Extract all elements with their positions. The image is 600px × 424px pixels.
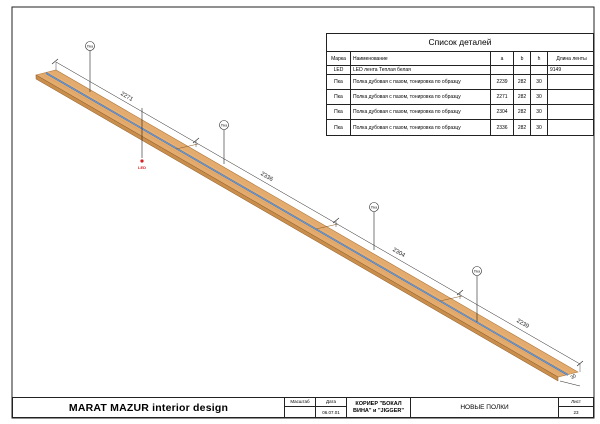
divider <box>285 406 315 407</box>
cell-length <box>548 75 593 89</box>
callout-bubble <box>219 120 229 130</box>
dimension-line <box>55 61 581 365</box>
project-name: КОРИЕР "БОКАЛ ВИНА" и "JIGGER" <box>347 398 411 417</box>
header-b: b <box>514 52 531 65</box>
led-marker-dot <box>140 159 144 163</box>
cell-name: LED лента Теплая белая <box>351 66 491 74</box>
title-block: MARAT MAZUR interior design Масштаб Дата… <box>12 397 594 418</box>
table-row: Пка Полка дубовая с пазом, тонировка по … <box>327 75 593 90</box>
shelf-joint <box>315 223 339 230</box>
header-name: Наименование <box>351 52 491 65</box>
cell-a: 2239 <box>491 75 514 89</box>
cell-a: 2304 <box>491 105 514 119</box>
dimension-text: 2336 <box>259 171 274 183</box>
dimension-tick <box>456 289 464 296</box>
dimension-text: 2304 <box>391 247 406 259</box>
callout-bubble <box>85 41 95 51</box>
date-cell: Дата 06.07.01 <box>316 398 347 417</box>
cell-name: Полка дубовая с пазом, тонировка по обра… <box>351 90 491 104</box>
company-name: MARAT MAZUR interior design <box>13 398 285 417</box>
header-mark: Марка <box>327 52 351 65</box>
cell-a: 2336 <box>491 120 514 135</box>
cell-mark: Пка <box>327 90 351 104</box>
thickness-dimension-text: 30 <box>570 373 578 381</box>
cell-a: 2271 <box>491 90 514 104</box>
wood-grain-line <box>41 73 566 377</box>
cell-name: Полка дубовая с пазом, тонировка по обра… <box>351 75 491 89</box>
cell-mark: Пка <box>327 75 351 89</box>
dimension-tick <box>51 58 59 65</box>
callout-bubble <box>369 202 379 212</box>
callout-text: Пка <box>371 206 377 210</box>
sheet-number-cell: Лист 23 <box>559 398 593 417</box>
cell-name: Полка дубовая с пазом, тонировка по обра… <box>351 120 491 135</box>
table-row: Пка Полка дубовая с пазом, тонировка по … <box>327 120 593 135</box>
wood-grain-line <box>47 71 572 375</box>
cell-length <box>548 90 593 104</box>
table-row: LED LED лента Теплая белая 9149 <box>327 66 593 75</box>
callout-text: Пка <box>474 270 480 274</box>
divider <box>316 406 346 407</box>
cell-mark: LED <box>327 66 351 74</box>
thickness-dimension-line <box>559 380 581 387</box>
cell-h: 30 <box>531 120 548 135</box>
parts-table-title: Список деталей <box>327 34 593 52</box>
shelf-board-edge <box>35 74 559 382</box>
cell-b: 282 <box>514 75 531 89</box>
dimension-text: 2271 <box>119 91 134 103</box>
cell-a <box>491 66 514 74</box>
header-h: h <box>531 52 548 65</box>
cell-b <box>514 66 531 74</box>
callout-text: Пка <box>221 124 227 128</box>
cell-length <box>548 105 593 119</box>
parts-table: Список деталей Марка Наименование a b h … <box>326 33 594 136</box>
dimension-tick <box>332 217 340 224</box>
cell-mark: Пка <box>327 120 351 135</box>
sheet-name: НОВЫЕ ПОЛКИ <box>411 398 559 417</box>
cell-h: 30 <box>531 75 548 89</box>
callout-bubble <box>472 266 482 276</box>
sheet-number: 23 <box>573 410 579 415</box>
shelf-joint <box>439 295 463 302</box>
parts-table-header: Марка Наименование a b h Длина ленты <box>327 52 593 66</box>
table-row: Пка Полка дубовая с пазом, тонировка по … <box>327 105 593 120</box>
callout-text: Пка <box>87 45 93 49</box>
cell-h: 30 <box>531 105 548 119</box>
sheet-frame <box>11 6 595 419</box>
led-marker-text: LED <box>138 165 146 170</box>
scale-label: Масштаб <box>290 399 310 404</box>
dimension-text: 2239 <box>515 318 530 330</box>
date-label: Дата <box>326 399 336 404</box>
sheet-label: Лист <box>571 399 581 404</box>
table-row: Пка Полка дубовая с пазом, тонировка по … <box>327 90 593 105</box>
header-a: a <box>491 52 514 65</box>
cell-length <box>548 120 593 135</box>
dimension-tick <box>576 360 584 367</box>
cell-length: 9149 <box>550 67 562 73</box>
cell-name: Полка дубовая с пазом, тонировка по обра… <box>351 105 491 119</box>
date-value: 06.07.01 <box>322 410 340 415</box>
cell-h: 30 <box>531 90 548 104</box>
cell-b: 282 <box>514 105 531 119</box>
divider <box>559 406 593 407</box>
cell-b: 282 <box>514 120 531 135</box>
dimension-tick <box>192 137 200 144</box>
cell-mark: Пка <box>327 105 351 119</box>
shelf-joint <box>175 143 199 150</box>
header-length: Длина ленты <box>556 55 587 62</box>
cell-h <box>531 66 548 74</box>
led-strip-highlight <box>45 72 569 376</box>
scale-cell: Масштаб <box>285 398 316 417</box>
cell-b: 282 <box>514 90 531 104</box>
